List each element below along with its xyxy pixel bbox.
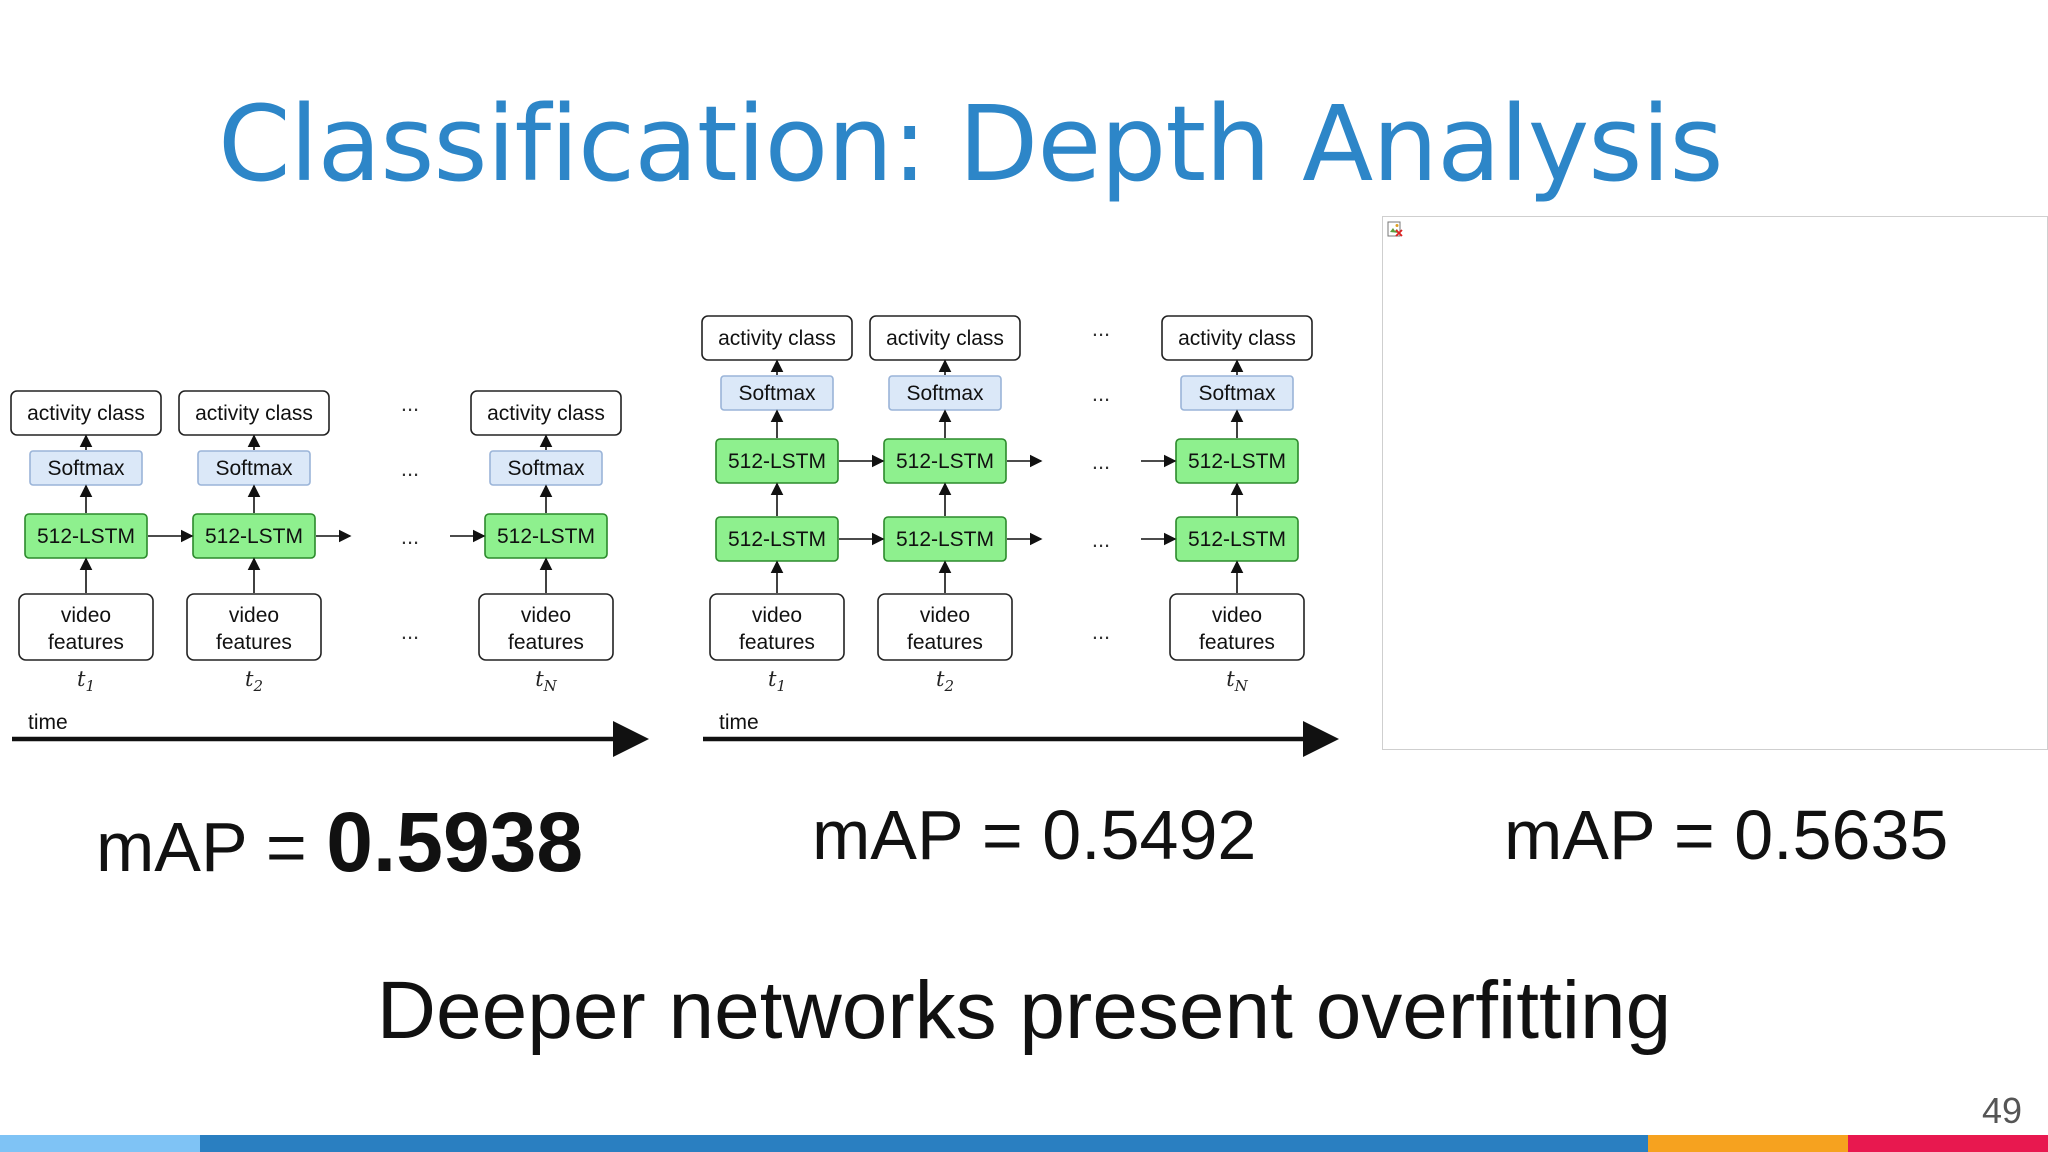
time-step-label: tN bbox=[535, 667, 557, 695]
softmax-label: Softmax bbox=[738, 382, 816, 405]
ellipsis: ... bbox=[401, 391, 419, 416]
map-value: 0.5635 bbox=[1734, 796, 1949, 874]
video-features-box bbox=[1169, 593, 1305, 661]
activity-class-label: activity class bbox=[195, 402, 313, 425]
video-features-box bbox=[186, 593, 322, 661]
softmax-label: Softmax bbox=[1198, 382, 1276, 405]
map-value: 0.5492 bbox=[1042, 796, 1257, 874]
time-step-label: t2 bbox=[245, 667, 263, 695]
map-result-3: mAP = 0.5635 bbox=[1504, 800, 1948, 870]
lstm-label: 512-LSTM bbox=[497, 525, 595, 548]
time-step-label: tN bbox=[1226, 667, 1248, 695]
lstm-label: 512-LSTM bbox=[205, 525, 303, 548]
softmax-label: Softmax bbox=[906, 382, 984, 405]
activity-class-label: activity class bbox=[487, 402, 605, 425]
ellipsis: ... bbox=[1092, 449, 1110, 474]
activity-class-label: activity class bbox=[1178, 327, 1296, 350]
lstm-label: 512-LSTM bbox=[1188, 528, 1286, 551]
video-label: video bbox=[61, 604, 111, 627]
video-features-box bbox=[877, 593, 1013, 661]
video-features-box bbox=[709, 593, 845, 661]
features-label: features bbox=[48, 631, 124, 654]
time-step-label: t1 bbox=[77, 667, 95, 695]
ellipsis: ... bbox=[1092, 619, 1110, 644]
lstm-label: 512-LSTM bbox=[1188, 450, 1286, 473]
features-label: features bbox=[508, 631, 584, 654]
video-label: video bbox=[752, 604, 802, 627]
lstm-label: 512-LSTM bbox=[896, 450, 994, 473]
footer-bar-segment-3 bbox=[1648, 1135, 1848, 1152]
lstm-label: 512-LSTM bbox=[728, 528, 826, 551]
activity-class-label: activity class bbox=[886, 327, 1004, 350]
ellipsis: ... bbox=[401, 524, 419, 549]
lstm-diagrams: activity classSoftmax512-LSTMvideofeatur… bbox=[10, 315, 1339, 757]
footer-bar-segment-1 bbox=[0, 1135, 200, 1152]
map-value-best: 0.5938 bbox=[326, 795, 584, 889]
softmax-label: Softmax bbox=[47, 457, 125, 480]
time-step-label: t2 bbox=[936, 667, 954, 695]
time-step-label: t1 bbox=[768, 667, 786, 695]
features-label: features bbox=[1199, 631, 1275, 654]
video-features-box bbox=[18, 593, 154, 661]
lstm-label: 512-LSTM bbox=[37, 525, 135, 548]
softmax-label: Softmax bbox=[215, 457, 293, 480]
activity-class-label: activity class bbox=[718, 327, 836, 350]
page-number: 49 bbox=[1981, 1090, 2022, 1131]
time-axis-label: time bbox=[719, 711, 759, 734]
ellipsis: ... bbox=[1092, 316, 1110, 341]
map-result-2: mAP = 0.5492 bbox=[812, 800, 1256, 870]
ellipsis: ... bbox=[401, 456, 419, 481]
video-label: video bbox=[920, 604, 970, 627]
footer-bar-segment-2 bbox=[200, 1135, 1648, 1152]
ellipsis: ... bbox=[1092, 527, 1110, 552]
ellipsis: ... bbox=[1092, 381, 1110, 406]
softmax-label: Softmax bbox=[507, 457, 585, 480]
video-features-box bbox=[478, 593, 614, 661]
map-prefix: mAP = bbox=[812, 796, 1043, 874]
slide-title: Classification: Depth Analysis bbox=[218, 83, 1724, 205]
missing-image-placeholder bbox=[1382, 216, 2048, 750]
lstm-label: 512-LSTM bbox=[896, 528, 994, 551]
time-axis-label: time bbox=[28, 711, 68, 734]
activity-class-label: activity class bbox=[27, 402, 145, 425]
video-label: video bbox=[521, 604, 571, 627]
ellipsis: ... bbox=[401, 619, 419, 644]
video-label: video bbox=[1212, 604, 1262, 627]
broken-image-icon bbox=[1387, 221, 1403, 237]
features-label: features bbox=[216, 631, 292, 654]
map-prefix: mAP = bbox=[1504, 796, 1735, 874]
lstm-label: 512-LSTM bbox=[728, 450, 826, 473]
map-prefix: mAP = bbox=[96, 808, 327, 886]
features-label: features bbox=[739, 631, 815, 654]
slide-caption: Deeper networks present overfitting bbox=[376, 965, 1672, 1056]
video-label: video bbox=[229, 604, 279, 627]
footer-bar-segment-4 bbox=[1848, 1135, 2048, 1152]
features-label: features bbox=[907, 631, 983, 654]
map-result-1: mAP = 0.5938 bbox=[96, 800, 583, 884]
